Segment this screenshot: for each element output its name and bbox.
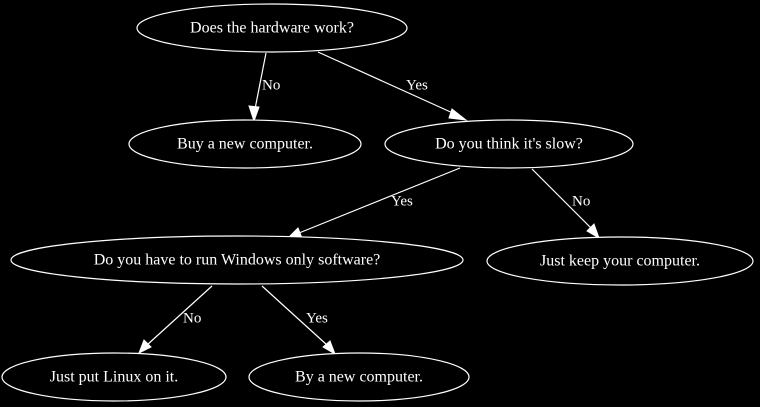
node-label: Buy a new computer. [177,136,313,153]
edge-label-yes: Yes [406,77,428,93]
edge-label-no: No [262,77,280,93]
node-put-linux: Just put Linux on it. [1,352,227,402]
edge-label-no: No [572,193,590,209]
node-label: Do you think it's slow? [435,136,583,153]
node-label: Do you have to run Windows only software… [94,252,381,269]
node-keep-computer: Just keep your computer. [486,236,754,286]
node-buy-new-computer: Buy a new computer. [128,119,362,169]
node-hardware-question: Does the hardware work? [136,3,408,53]
edge-windows-to-by-new: Yes [261,285,336,356]
node-label: Does the hardware work? [190,20,354,37]
edge-label-yes: Yes [391,193,413,209]
edge-hardware-to-slow: Yes [317,51,468,121]
node-label: Just put Linux on it. [50,369,178,386]
edge-label-yes: Yes [306,310,328,326]
edge-label-no: No [183,310,201,326]
node-label: By a new computer. [295,369,423,386]
node-label: Just keep your computer. [540,253,700,270]
node-windows-question: Do you have to run Windows only software… [10,235,464,285]
edge-slow-to-keep: No [531,168,600,240]
edge-hardware-to-buy-new: No [248,52,280,123]
node-slow-question: Do you think it's slow? [384,119,634,169]
edge-slow-to-windows: Yes [285,167,461,240]
node-by-new-computer: By a new computer. [248,352,470,402]
edge-windows-to-linux: No [138,285,213,355]
